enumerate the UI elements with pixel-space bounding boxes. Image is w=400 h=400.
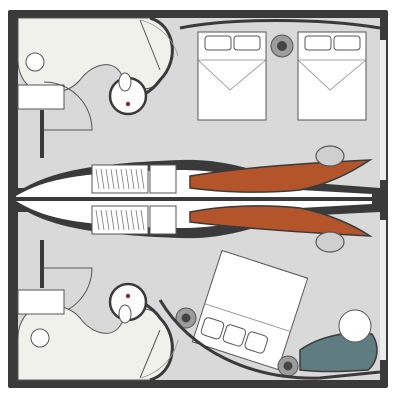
lower-basin xyxy=(30,328,50,348)
upper-nightstand-lamp xyxy=(270,34,294,58)
upper-luggage-bench xyxy=(17,84,65,110)
lower-toilet xyxy=(118,304,132,324)
lower-shower-swing xyxy=(139,339,179,379)
upper-safe xyxy=(149,164,177,194)
lower-luggage-bench xyxy=(17,289,65,315)
lower-window xyxy=(380,220,386,360)
lower-shower-door xyxy=(139,329,161,379)
upper-bed-right xyxy=(297,31,367,121)
upper-toilet xyxy=(118,72,132,92)
upper-shower-door xyxy=(139,19,161,71)
lower-chaise-sofa xyxy=(299,332,378,373)
lower-headboard-wall xyxy=(158,299,381,380)
upper-shower-swing xyxy=(139,19,179,57)
upper-toilet-drain xyxy=(125,101,131,107)
upper-window xyxy=(380,40,386,180)
lower-safe xyxy=(149,205,177,235)
upper-bed-left xyxy=(197,31,267,121)
upper-chair xyxy=(315,145,345,167)
lower-left-partition xyxy=(40,240,44,288)
upper-wardrobe-hangers xyxy=(95,168,145,190)
lower-wardrobe-hangers xyxy=(95,209,145,231)
lower-lamp-right xyxy=(277,355,299,377)
lower-wardrobe xyxy=(91,205,149,235)
lower-toilet-drain xyxy=(125,293,131,299)
lower-lamp-left xyxy=(175,307,197,329)
lower-double-bed xyxy=(191,249,309,371)
upper-entry-door xyxy=(43,81,93,131)
lower-side-table xyxy=(338,309,372,343)
upper-basin xyxy=(25,52,45,72)
lower-chair xyxy=(315,231,345,253)
lower-wood-desk xyxy=(189,205,373,237)
upper-wood-desk xyxy=(189,159,373,193)
upper-left-partition xyxy=(40,110,44,158)
upper-headboard-wall xyxy=(179,19,381,30)
upper-wardrobe xyxy=(91,164,149,194)
